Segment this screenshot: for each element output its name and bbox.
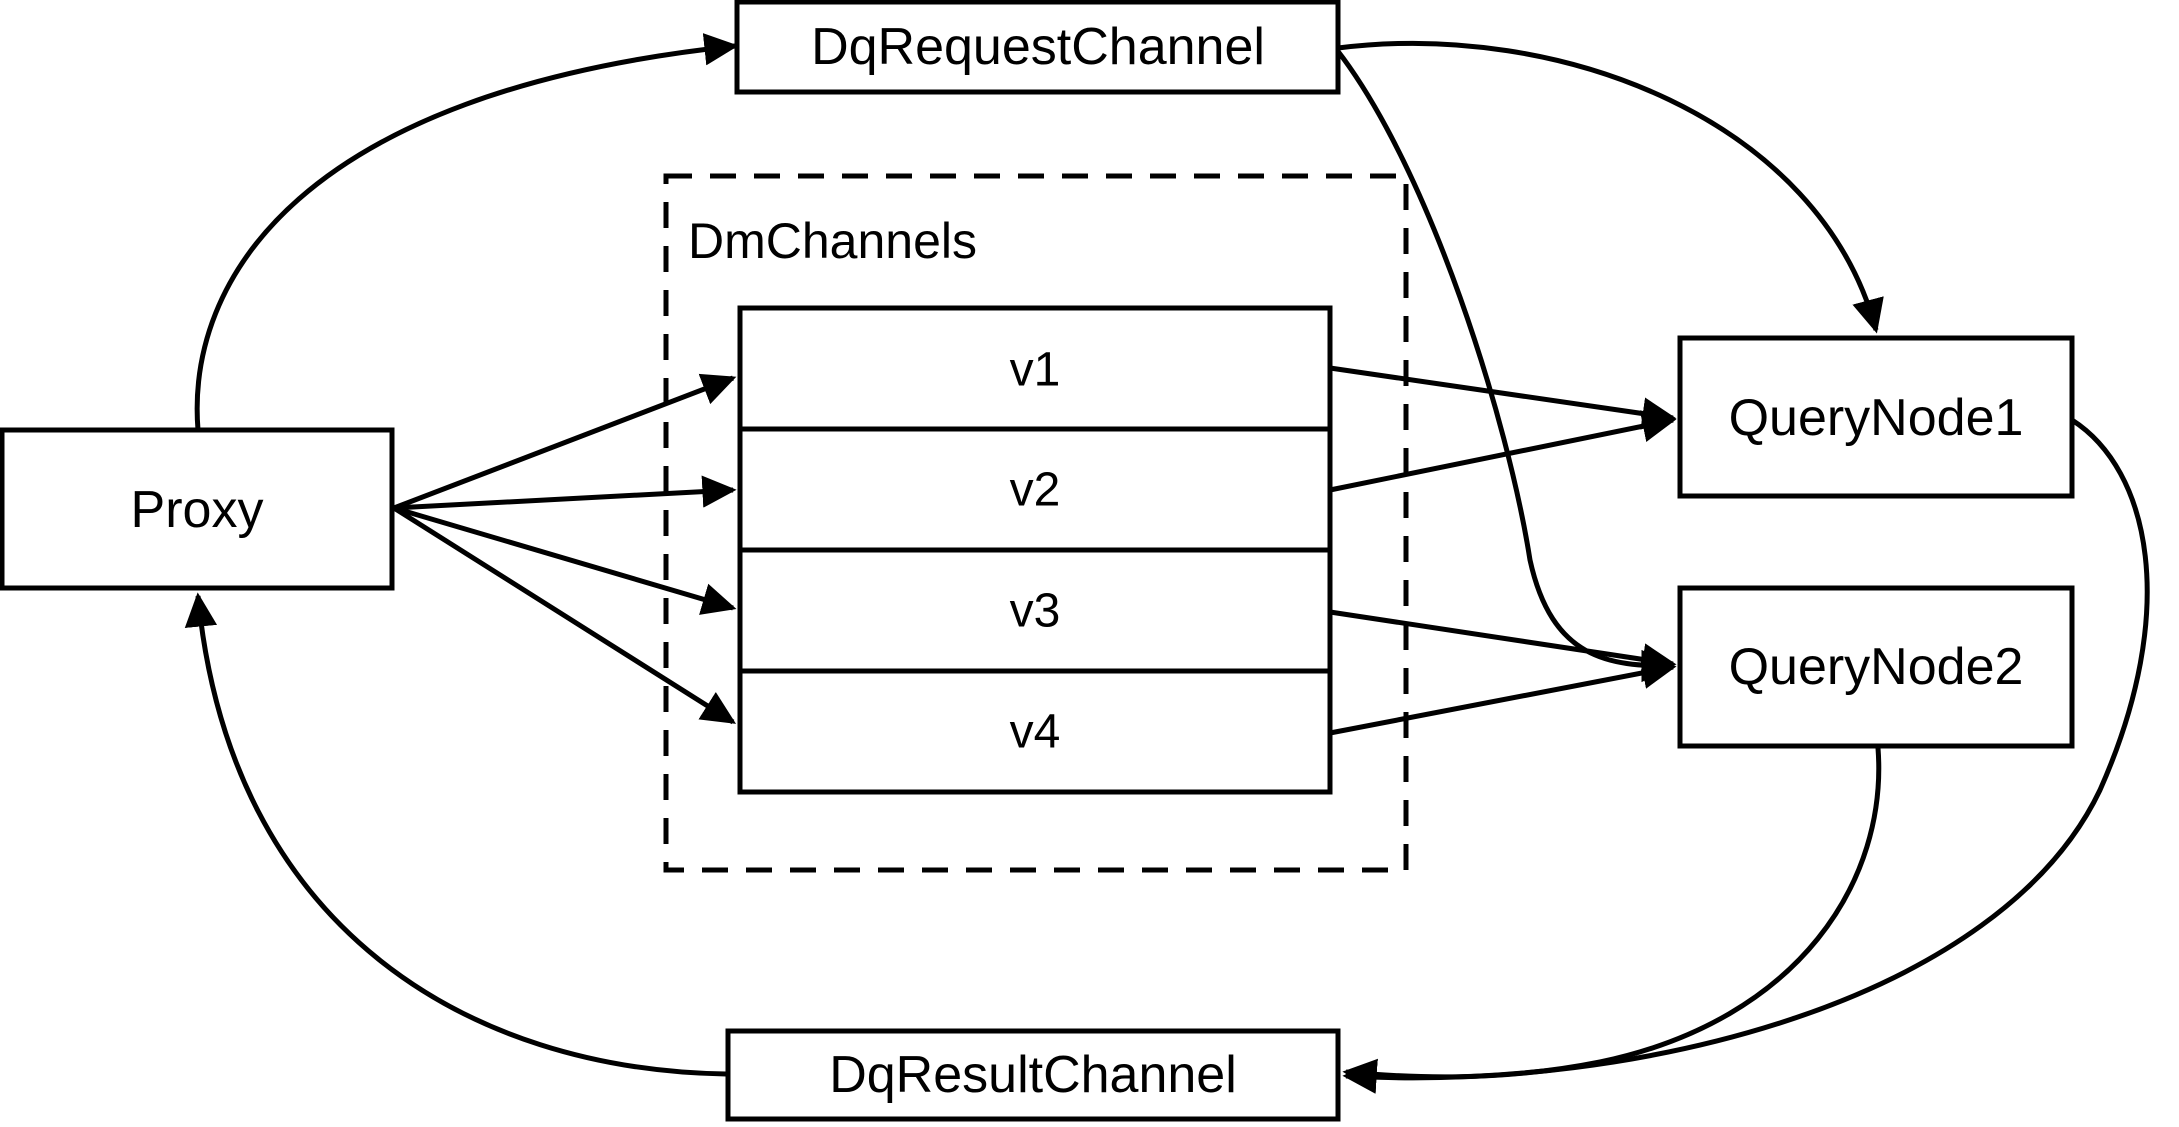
edge-query-node-1-to-dq-result-channel	[1342, 417, 2150, 1094]
edge-v4-to-query-node-2	[1329, 656, 1677, 736]
proxy-node[interactable]	[0, 427, 395, 591]
edge-dq-request-channel-to-query-node-1	[1337, 40, 1884, 334]
channel-label-v4: v4	[1010, 706, 1061, 759]
channel-label-v3: v3	[1010, 585, 1061, 638]
query-node-2-node[interactable]	[1677, 585, 2075, 749]
edge-proxy-to-v1	[393, 373, 737, 511]
dq-request-channel-label: DqRequestChannel	[811, 18, 1265, 76]
query-node-1-node[interactable]	[1677, 335, 2075, 499]
dq-result-channel-node[interactable]	[725, 1028, 1341, 1122]
edge-dq-result-channel-to-proxy	[184, 592, 727, 1077]
dq-request-channel-node[interactable]	[734, 0, 1341, 95]
query-node-1-label: QueryNode1	[1729, 389, 2024, 447]
dq-result-channel-label: DqResultChannel	[829, 1046, 1237, 1104]
channel-label-v1: v1	[1010, 344, 1061, 397]
edge-proxy-to-v3	[393, 505, 737, 615]
dm-channels-group	[663, 173, 1409, 873]
edge-proxy-to-v4	[392, 505, 737, 725]
proxy-label: Proxy	[131, 481, 264, 539]
edge-dq-request-channel-to-query-node-2	[1335, 48, 1676, 683]
edge-v1-to-query-node-1	[1329, 365, 1677, 430]
edge-proxy-to-v2	[393, 475, 737, 511]
edge-query-node-2-to-dq-result-channel	[1342, 747, 1882, 1091]
edge-v3-to-query-node-2	[1329, 609, 1677, 676]
edge-proxy-to-dq-request-channel	[194, 33, 739, 431]
channel-label-v2: v2	[1010, 464, 1061, 517]
query-node-2-label: QueryNode2	[1729, 638, 2024, 696]
dm-channels-group-label: DmChannels	[688, 213, 977, 269]
edge-v2-to-query-node-1	[1329, 410, 1677, 493]
